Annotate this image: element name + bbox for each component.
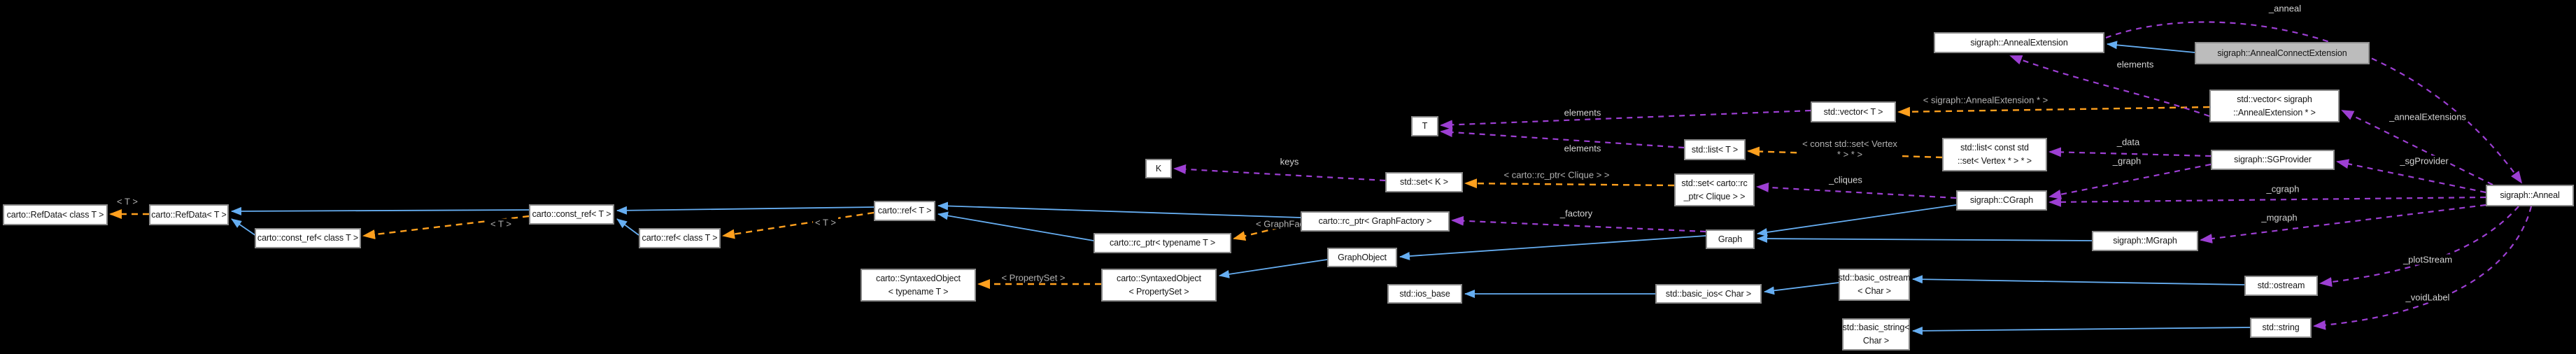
node-ref-t[interactable]: carto::ref< T > bbox=[874, 201, 935, 221]
inherit-cgraph-graph bbox=[1757, 204, 1957, 236]
usage-cliques-label: _cliques bbox=[1827, 174, 1864, 185]
usage-mgraph bbox=[2200, 204, 2486, 243]
usage-cgraph-label: _cgraph bbox=[2264, 183, 2302, 194]
node-ios-base[interactable]: std::ios_base bbox=[1387, 284, 1462, 304]
usage-plotstream-label: _plotStream bbox=[2400, 254, 2455, 265]
usage-graph-label: _graph bbox=[2110, 155, 2144, 167]
inherit-graph-graphobject bbox=[1399, 235, 1706, 261]
node-syntaxed-propertyset[interactable]: carto::SyntaxedObject < PropertySet > bbox=[1101, 269, 1217, 302]
template-ref bbox=[722, 211, 875, 239]
inherit-constref-class-refdata bbox=[231, 218, 257, 236]
template-vector bbox=[1897, 106, 2210, 117]
node-mgraph[interactable]: sigraph::MGraph bbox=[2092, 231, 2198, 251]
node-ostream[interactable]: std::ostream bbox=[2244, 276, 2318, 296]
usage-sgprovider bbox=[2336, 159, 2486, 194]
usage-elements-annealext bbox=[2009, 55, 2210, 118]
usage-factory bbox=[1451, 215, 1706, 233]
node-anneal[interactable]: sigraph::Anneal bbox=[2486, 185, 2574, 206]
usage-elements-vector-label: elements bbox=[1562, 107, 1604, 118]
node-syntaxed-typename-t[interactable]: carto::SyntaxedObject < typename T > bbox=[861, 269, 976, 302]
node-anneal-connect-extension: sigraph::AnnealConnectExtension bbox=[2195, 42, 2370, 64]
usage-keys-label: keys bbox=[1278, 156, 1301, 167]
node-const-ref-class-t[interactable]: carto::const_ref< class T > bbox=[255, 228, 361, 248]
template-syntaxed-label: < PropertySet > bbox=[999, 272, 1068, 283]
usage-voidlabel bbox=[2313, 206, 2533, 330]
inherit-ostream-basicostream bbox=[1912, 275, 2245, 285]
node-k[interactable]: K bbox=[1145, 159, 1172, 178]
usage-elements-vector bbox=[1440, 109, 1811, 130]
usage-cliques bbox=[1756, 182, 1957, 199]
node-list-t[interactable]: std::list< T > bbox=[1684, 139, 1746, 160]
node-vector-annealextension[interactable]: std::vector< sigraph ::AnnealExtension *… bbox=[2209, 90, 2340, 122]
usage-data-label: _data bbox=[2114, 136, 2142, 148]
inherit-graphobject-syntaxed bbox=[1219, 259, 1328, 278]
inherit-ref-class-constref bbox=[616, 218, 639, 236]
node-graph[interactable]: Graph bbox=[1706, 229, 1755, 249]
node-basic-ios[interactable]: std::basic_ios< Char > bbox=[1655, 284, 1762, 304]
node-set-k[interactable]: std::set< K > bbox=[1385, 172, 1463, 192]
template-set-label: < carto::rc_ptr< Clique > > bbox=[1501, 169, 1612, 180]
node-basic-ostream[interactable]: std::basic_ostream < Char > bbox=[1838, 269, 1911, 301]
usage-annealextensions-label: _annealExtensions bbox=[2387, 111, 2468, 122]
template-set bbox=[1464, 178, 1675, 189]
node-t[interactable]: T bbox=[1411, 116, 1438, 136]
node-basic-string[interactable]: std::basic_string< Char > bbox=[1842, 318, 1910, 351]
node-ref-class-t[interactable]: carto::ref< class T > bbox=[639, 228, 721, 248]
inherit-string-basicstring bbox=[1912, 326, 2251, 335]
node-refdata-class-t[interactable]: carto::RefData< class T > bbox=[3, 204, 108, 225]
usage-voidlabel-label: _voidLabel bbox=[2403, 292, 2452, 303]
template-vector-label: < sigraph::AnnealExtension * > bbox=[1920, 94, 2051, 106]
usage-graph bbox=[2048, 163, 2211, 199]
inherit-connectext-annealext bbox=[2107, 41, 2195, 53]
node-const-ref-t[interactable]: carto::const_ref< T > bbox=[529, 204, 614, 225]
inherit-constref-t-refdata bbox=[231, 206, 530, 215]
template-constref-label: < T > bbox=[488, 218, 514, 229]
usage-elements-list bbox=[1440, 127, 1685, 149]
node-refdata-t[interactable]: carto::RefData< T > bbox=[149, 204, 229, 225]
usage-mgraph-label: _mgraph bbox=[2259, 212, 2300, 223]
usage-factory-label: _factory bbox=[1557, 208, 1595, 219]
inherit-rcptr-graphfactory-ref bbox=[937, 201, 1301, 218]
usage-cgraph bbox=[2048, 196, 2486, 207]
node-cgraph[interactable]: sigraph::CGraph bbox=[1956, 190, 2047, 211]
inherit-rcptr-typename-ref bbox=[937, 211, 1094, 241]
node-string[interactable]: std::string bbox=[2250, 318, 2312, 338]
usage-elements-list-label: elements bbox=[1562, 143, 1604, 154]
template-ref-label: < T > bbox=[813, 217, 838, 228]
usage-annealextensions bbox=[2341, 110, 2493, 185]
node-vector-t[interactable]: std::vector< T > bbox=[1811, 101, 1896, 122]
node-graphobject[interactable]: GraphObject bbox=[1327, 248, 1397, 267]
node-sgprovider[interactable]: sigraph::SGProvider bbox=[2211, 150, 2335, 170]
usage-keys bbox=[1173, 164, 1386, 182]
usage-anneal-label: _anneal bbox=[2266, 3, 2304, 14]
node-list-const-set-vertex[interactable]: std::list< const std ::set< Vertex * > *… bbox=[1942, 138, 2047, 171]
node-rc-ptr-graphfactory[interactable]: carto::rc_ptr< GraphFactory > bbox=[1301, 211, 1450, 232]
usage-plotstream bbox=[2319, 206, 2519, 288]
inherit-mgraph-graph bbox=[1757, 234, 2093, 243]
node-set-rc-ptr-clique[interactable]: std::set< carto::rc _ptr< Clique > > bbox=[1674, 174, 1755, 206]
inherit-ref-t-constref bbox=[616, 206, 875, 215]
usage-sgprovider-label: _sgProvider bbox=[2398, 155, 2451, 167]
usage-elements-annealext-label: elements bbox=[2114, 59, 2156, 70]
node-anneal-extension[interactable]: sigraph::AnnealExtension bbox=[1934, 32, 2104, 53]
template-refdata-label: < T > bbox=[115, 196, 140, 207]
inherit-basicostream-basicios bbox=[1764, 282, 1839, 295]
node-rc-ptr-typename-t[interactable]: carto::rc_ptr< typename T > bbox=[1094, 233, 1231, 253]
template-list bbox=[1747, 146, 1943, 159]
template-list-label: < const std::set< Vertex * > * > bbox=[1800, 139, 1899, 160]
